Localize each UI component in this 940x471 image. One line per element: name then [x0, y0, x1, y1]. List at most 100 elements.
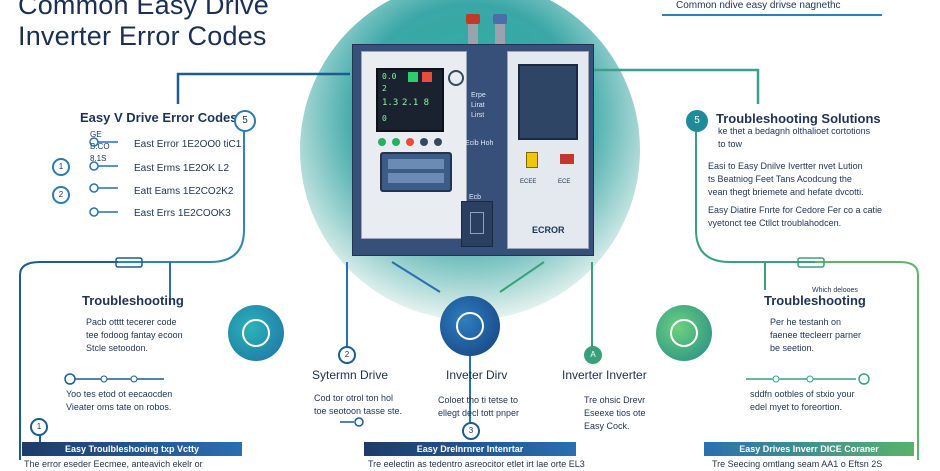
left-bottom-badge: 1: [30, 418, 48, 436]
side-unit: ECEE ECE ECROR: [507, 51, 589, 249]
error-code-2: East Erms 1E2OK L2: [134, 163, 230, 174]
display-green-indicator: [408, 72, 418, 82]
top-terminal-red-icon: [466, 14, 480, 24]
display-digit-4: 2.1 8: [402, 98, 430, 108]
drive-bubble-icon: [440, 296, 500, 356]
side-unit-small-label: ECEE: [520, 179, 537, 185]
center-badge: 3: [462, 422, 480, 440]
right-bullets: sddfn ootbles of stxio your edel myet to…: [750, 388, 855, 414]
left-bullets: Yoo tes etod ot eecaocden Vieater oms ta…: [66, 388, 172, 414]
error-code-1: East Error 1E2OO0 tiC1: [134, 139, 242, 150]
center-line-2: ellegt decl tott pnper: [438, 408, 520, 418]
right-tag: Which delooes: [812, 287, 858, 294]
display-digit-3: 1.3: [382, 98, 399, 108]
display-digit-1: 0.0: [382, 72, 397, 81]
center-left-arrow-icon: [340, 417, 364, 427]
right-bullet-2: edel myet to foreortion.: [750, 402, 843, 412]
indicator-row: [378, 138, 450, 146]
right-text-line-3: be seetion.: [770, 343, 815, 353]
side-screen: [518, 64, 578, 140]
center-right-line-2: Eseexe tios ote: [584, 408, 646, 418]
top-terminal-post-right: [495, 24, 505, 44]
keypad[interactable]: [380, 152, 452, 192]
solutions-heading: Troubleshooting Solutions: [716, 111, 881, 126]
led-dark-2: [434, 138, 442, 146]
error-code-4: East Errs 1E2COOK3: [134, 208, 231, 219]
side-badge-1: 1: [52, 158, 70, 176]
red-button[interactable]: [560, 154, 574, 164]
left-bullet-2: Vieater oms tate on robos.: [66, 402, 172, 412]
right-slider-graphic: [746, 373, 870, 385]
code-connector-icons: [89, 137, 118, 217]
center-left-line-1: Cod tor otrol ton hol: [314, 393, 394, 403]
title-line-1: Common Easy Drive: [18, 0, 269, 20]
center-left-line-2: toe seotoon tasse ste.: [314, 406, 403, 416]
solutions-p1-line-3: vean thegt briemete and hefate dvcotti.: [708, 187, 864, 197]
left-slider-graphic: [64, 373, 164, 385]
alarm-icon: [670, 319, 698, 347]
led-red: [406, 138, 414, 146]
solutions-sub-line-1: ke thet a bedagnh olthalioet cortotions: [718, 126, 871, 136]
solutions-paragraph-2: Easy Diatire Fnrte for Cedore Fer co a c…: [708, 204, 882, 230]
side-label-2: B.CO: [90, 142, 110, 151]
solutions-p2-line-2: vyetonct tee Ctllct troublahodcen.: [708, 218, 842, 228]
error-codes-badge: 5: [234, 110, 256, 132]
inverter-device: 0.0 2 1.3 2.1 8 0 Erpe Lirat Lirst Ecib …: [352, 44, 594, 256]
terminal-block: [461, 201, 493, 247]
left-troubleshooting-text: Pacb otttt tecerer code tee fodoog fanta…: [86, 316, 183, 355]
display-red-indicator: [422, 72, 432, 82]
center-banner: Easy Drelnrnrer Intenrtar: [364, 442, 576, 456]
center-heading: Inveter Dirv: [446, 368, 508, 382]
side-unit-small-label-2: ECE: [558, 179, 571, 185]
alarm-bubble-icon: [656, 305, 712, 361]
led-green-2: [392, 138, 400, 146]
title-line-2: Inverter Error Codes: [18, 21, 267, 51]
top-right-note: Common ndive easy drivse nagnethc: [676, 0, 841, 11]
left-footer: The error eseder Eecmee, anteavich ekelr…: [24, 459, 203, 469]
right-troubleshooting-heading: Troubleshooting: [764, 293, 866, 308]
left-text-line-1: Pacb otttt tecerer code: [86, 317, 177, 327]
solutions-p1-line-1: Easi to Easy Dnilve Ivertter nvet Lution: [708, 161, 863, 171]
yellow-button[interactable]: [526, 152, 538, 168]
center-text: Coloet tho ti tetse to ellegt decl tott …: [438, 394, 519, 420]
top-right-underline: [662, 14, 882, 16]
control-panel: 0.0 2 1.3 2.1 8 0: [361, 51, 467, 239]
solutions-sub: ke thet a bedagnh olthalioet cortotions …: [718, 125, 870, 151]
right-troubleshooting-text: Per he testanh on faenee ttecleerr parne…: [770, 316, 861, 355]
terminal-slot: [470, 212, 484, 234]
solutions-paragraph-1: Easi to Easy Dnilve Ivertter nvet Lution…: [708, 160, 864, 199]
right-banner: Easy Drives Inverr DICE Coraner: [704, 442, 914, 456]
display-digit-2: 2: [382, 84, 387, 93]
center-footer: Tre eelectin as tedentro asreocitor etle…: [368, 459, 585, 469]
keypad-strip-1: [388, 159, 444, 169]
top-terminal-blue-icon: [493, 14, 507, 24]
error-codes-heading: Easy V Drive Error Codes: [80, 110, 238, 125]
left-bullet-1: Yoo tes etod ot eecaocden: [66, 389, 173, 399]
panel-label-3: Lirst: [471, 112, 485, 119]
right-text-line-1: Per he testanh on: [770, 317, 842, 327]
gauge-icon: [456, 312, 484, 340]
panel-side-label: Ecb: [469, 194, 482, 201]
page-title: Common Easy Drive Inverter Error Codes: [18, 0, 269, 52]
keypad-strip-2: [388, 173, 444, 183]
panel-label-2: Lirat: [471, 102, 485, 109]
side-label-1: GE: [90, 130, 102, 139]
solutions-badge: 5: [686, 110, 708, 132]
left-banner: Easy Troulbleshooing txp Vctty: [22, 442, 242, 456]
dial-icon[interactable]: [448, 70, 464, 86]
side-unit-error-label: ECROR: [532, 225, 565, 235]
center-right-heading: Inverter Inverter: [562, 368, 647, 382]
side-badge-2: 2: [52, 186, 70, 204]
display-digit-5: 0: [382, 114, 387, 123]
center-right-badge: A: [584, 346, 602, 364]
error-code-3: Eatt Eams 1E2CO2K2: [134, 186, 234, 197]
side-label-3: 8.1S: [90, 154, 107, 163]
panel-label-1: Erpe: [471, 92, 486, 99]
clock-icon: [242, 319, 270, 347]
center-left-heading: Sytermn Drive: [312, 368, 389, 382]
right-text-line-2: faenee ttecleerr parner: [770, 330, 862, 340]
solutions-sub-line-2: to tow: [718, 139, 743, 149]
center-right-text: Tre ohsic Drevr Eseexe tios ote Easy Coc…: [584, 394, 646, 433]
led-dark-1: [420, 138, 428, 146]
center-left-badge: 2: [338, 346, 356, 364]
